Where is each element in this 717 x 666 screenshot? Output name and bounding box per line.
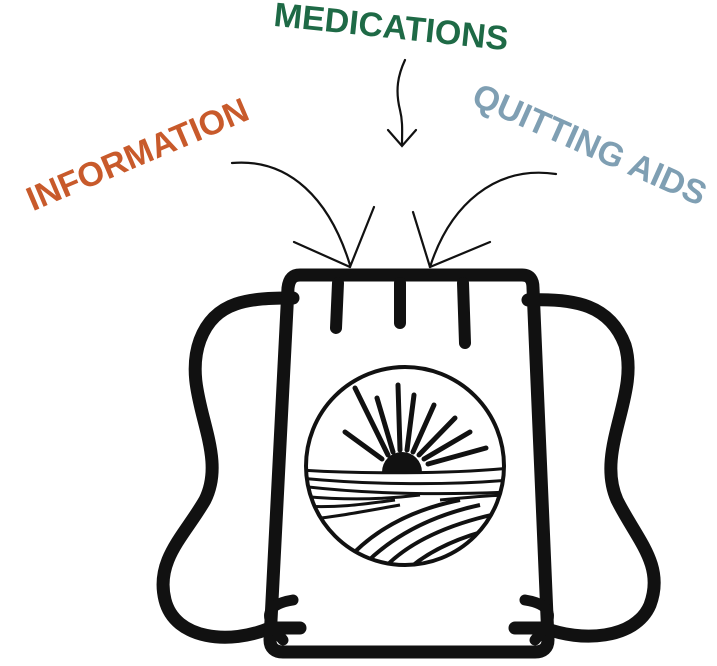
arrow-medications [388, 60, 416, 146]
sunrise-logo-icon [300, 367, 510, 575]
arrow-quitting-aids [413, 173, 556, 267]
arrow-information [232, 163, 374, 267]
label-quitting-aids: QUITTING AIDS [467, 76, 713, 213]
label-information: INFORMATION [21, 91, 254, 219]
label-medications: MEDICATIONS [272, 0, 510, 58]
